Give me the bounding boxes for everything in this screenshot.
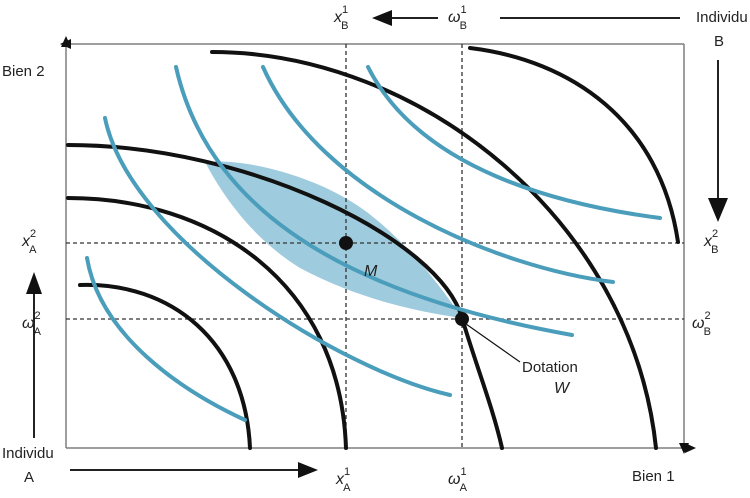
point-m — [339, 236, 353, 250]
point-endowment — [455, 312, 469, 326]
individual-b-down-arrowhead — [708, 198, 728, 222]
indifference-curve-blue-5 — [366, 65, 662, 220]
axis-b-left-arrowhead — [60, 39, 71, 49]
axis-b-down-arrowhead — [679, 443, 689, 454]
individual-a-up-arrowhead — [26, 272, 42, 294]
indifference-curve-a-3 — [66, 143, 504, 450]
indifference-curve-blue-3 — [174, 65, 574, 337]
indifference-curve-a-1 — [78, 282, 252, 450]
indifference-curve-blue-1 — [85, 256, 247, 422]
mutual-gain-region — [205, 161, 462, 318]
individual-b-label-line1: Individu — [696, 9, 748, 26]
indifference-curve-blue-4 — [261, 65, 615, 284]
indifference-curve-b-1 — [468, 46, 680, 244]
individual-a-right-arrowhead — [298, 462, 318, 478]
good1-label: Bien 1 — [632, 468, 675, 485]
individual-a-label-line2: A — [24, 469, 34, 486]
individual-b-label-line2: B — [714, 33, 724, 50]
individual-a-label-line1: Individu — [2, 445, 54, 462]
indifference-curve-blue-2 — [103, 116, 452, 397]
indifference-curve-b-2 — [210, 50, 658, 450]
endowment-leader — [465, 323, 521, 363]
indifference-curve-a-2 — [66, 196, 348, 450]
point-m-label: M — [364, 263, 378, 280]
endowment-label-line1: Dotation — [522, 359, 578, 376]
endowment-label-line2: W — [554, 380, 571, 397]
good2-label: Bien 2 — [2, 63, 45, 80]
individual-b-left-arrowhead — [372, 10, 392, 26]
